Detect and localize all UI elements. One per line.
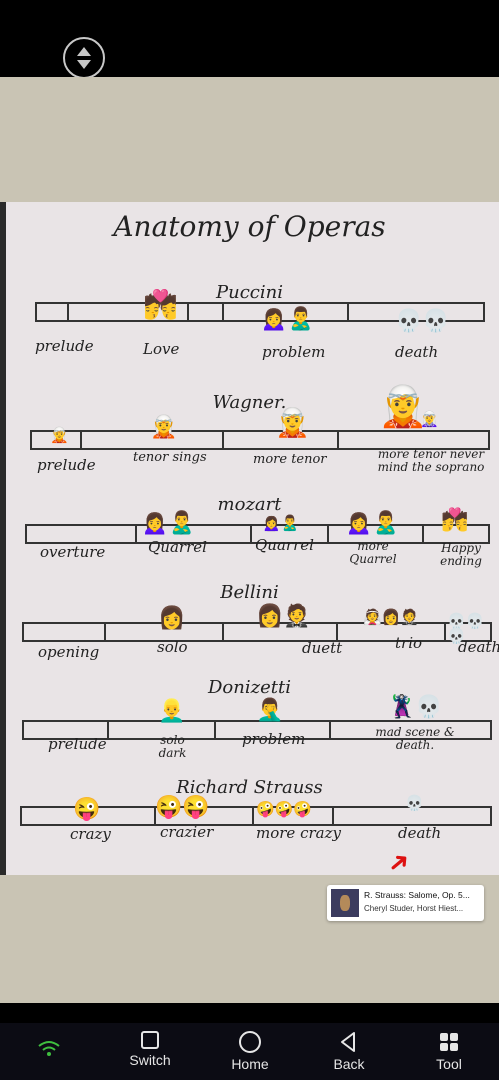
timeline-bar-bellini xyxy=(22,622,492,642)
trio-icon: 👰👩🤵 xyxy=(363,609,420,626)
switch-label: Switch xyxy=(129,1052,171,1068)
label-donizetti-solo-dark: solo dark xyxy=(158,733,187,760)
man-facepalm-icon: 🤦‍♂️ xyxy=(256,697,284,722)
timeline-bar-puccini xyxy=(35,302,485,322)
label-mozart-overture: overture xyxy=(40,543,106,561)
duet-couple-icon: 👩🤵 xyxy=(256,603,311,628)
document-title: Anatomy of Operas xyxy=(113,210,386,243)
elf-large-icon: 🧝 xyxy=(378,385,428,429)
label-wagner-tenor-sings: tenor sings xyxy=(133,450,207,465)
timeline-bar-wagner xyxy=(30,430,490,450)
label-bellini-duett: duett xyxy=(302,639,343,657)
label-wagner-prelude: prelude xyxy=(37,456,96,474)
tool-button[interactable]: Tool xyxy=(409,1031,489,1072)
media-subtitle: Cheryl Studer, Horst Hiest... xyxy=(364,904,464,913)
label-mozart-happy-ending: Happy ending xyxy=(440,541,482,568)
label-mozart-more-quarrel: more Quarrel xyxy=(349,539,397,566)
woman-solo-icon: 👩 xyxy=(158,605,186,630)
label-bellini-solo: solo xyxy=(157,638,188,656)
label-wagner-more-tenor: more tenor xyxy=(253,452,327,467)
back-label: Back xyxy=(333,1056,365,1072)
label-bellini-trio: trio xyxy=(395,634,423,652)
label-puccini-death: death xyxy=(395,343,439,361)
wifi-icon xyxy=(38,1041,60,1056)
media-title: R. Strauss: Salome, Op. 5... xyxy=(364,890,470,900)
media-notification[interactable]: R. Strauss: Salome, Op. 5... Cheryl Stud… xyxy=(327,885,484,921)
bottom-divider xyxy=(0,1003,499,1023)
image-viewer-background-top xyxy=(0,77,499,202)
composer-mozart: mozart xyxy=(217,494,282,515)
composer-richard-strauss: Richard Strauss xyxy=(176,777,323,798)
skulls-bellini-icon: 💀💀💀 xyxy=(447,613,485,645)
label-mozart-quarrel-2: Quarrel xyxy=(255,536,314,554)
tool-label: Tool xyxy=(436,1056,462,1072)
circle-icon xyxy=(239,1031,261,1053)
more-crazy-faces-icon: 🤪🤪🤪 xyxy=(256,801,313,818)
square-icon xyxy=(141,1031,159,1049)
crazy-face-icon: 😜 xyxy=(73,796,101,821)
label-donizetti-problem: problem xyxy=(242,730,306,748)
back-button[interactable]: Back xyxy=(309,1031,389,1072)
grid-icon xyxy=(438,1031,460,1053)
navigation-bar: Switch Home Back Tool xyxy=(0,1023,499,1080)
label-donizetti-mad-scene: mad scene & death. xyxy=(375,725,455,752)
timeline-bar-mozart xyxy=(25,524,490,544)
man-dark-icon: 👱‍♂️ xyxy=(158,698,186,723)
label-puccini-prelude: prelude xyxy=(35,337,94,355)
label-bellini-death: death xyxy=(458,638,499,656)
couple-kiss-icon: 💏 xyxy=(143,289,178,320)
label-strauss-more-crazy: more crazy xyxy=(256,824,341,842)
timeline-bar-donizetti xyxy=(22,720,492,740)
label-puccini-love: Love xyxy=(143,340,180,358)
quarrel-couple-icon: 🙍‍♀️🙎‍♂️ xyxy=(141,510,196,535)
composer-wagner: Wagner. xyxy=(212,392,287,413)
elf-icon: 🧝 xyxy=(150,414,178,439)
timeline-bar-strauss xyxy=(20,806,492,826)
red-arrow-icon: ➜ xyxy=(380,843,417,875)
composer-donizetti: Donizetti xyxy=(208,677,291,698)
skulls-icon: 💀💀 xyxy=(395,308,450,333)
quarrel-couple-more-icon: 🙍‍♀️🙎‍♂️ xyxy=(345,510,400,535)
label-puccini-problem: problem xyxy=(262,343,326,361)
composer-puccini: Puccini xyxy=(216,282,283,303)
composer-bellini: Bellini xyxy=(220,582,279,603)
paper-edge xyxy=(0,202,6,875)
switch-button[interactable]: Switch xyxy=(110,1031,190,1068)
label-donizetti-prelude: prelude xyxy=(48,735,107,753)
villain-skull-icon: 🦹💀 xyxy=(388,694,443,719)
woman-man-icon: 🙍‍♀️🙎‍♂️ xyxy=(260,306,315,331)
album-art xyxy=(331,889,359,917)
label-strauss-crazier: crazier xyxy=(160,823,214,841)
elf-soprano-icon: 🧝‍♀️ xyxy=(420,411,439,428)
happy-couple-icon: 💏 xyxy=(441,507,469,532)
skull-strauss-icon: 💀 xyxy=(405,795,424,812)
home-label: Home xyxy=(231,1056,269,1072)
label-strauss-death: death xyxy=(398,824,442,842)
home-button[interactable]: Home xyxy=(210,1031,290,1072)
label-strauss-crazy: crazy xyxy=(70,825,111,843)
crazier-faces-icon: 😜😜 xyxy=(155,794,210,819)
elf-small-icon: 🧝 xyxy=(50,427,69,444)
scroll-handle-icon[interactable] xyxy=(63,37,105,79)
opera-anatomy-image: Anatomy of Operas Puccini 💏 🙍‍♀️🙎‍♂️ 💀💀 … xyxy=(0,202,499,875)
quarrel-couple-small-icon: 🙍‍♀️🙎‍♂️ xyxy=(262,515,300,532)
label-wagner-more-tenor-soprano: more tenor never mind the soprano xyxy=(377,447,485,474)
label-mozart-quarrel-1: Quarrel xyxy=(148,538,207,556)
elf-medium-icon: 🧝 xyxy=(275,407,310,438)
label-bellini-opening: opening xyxy=(38,643,100,661)
triangle-back-icon xyxy=(338,1031,360,1053)
